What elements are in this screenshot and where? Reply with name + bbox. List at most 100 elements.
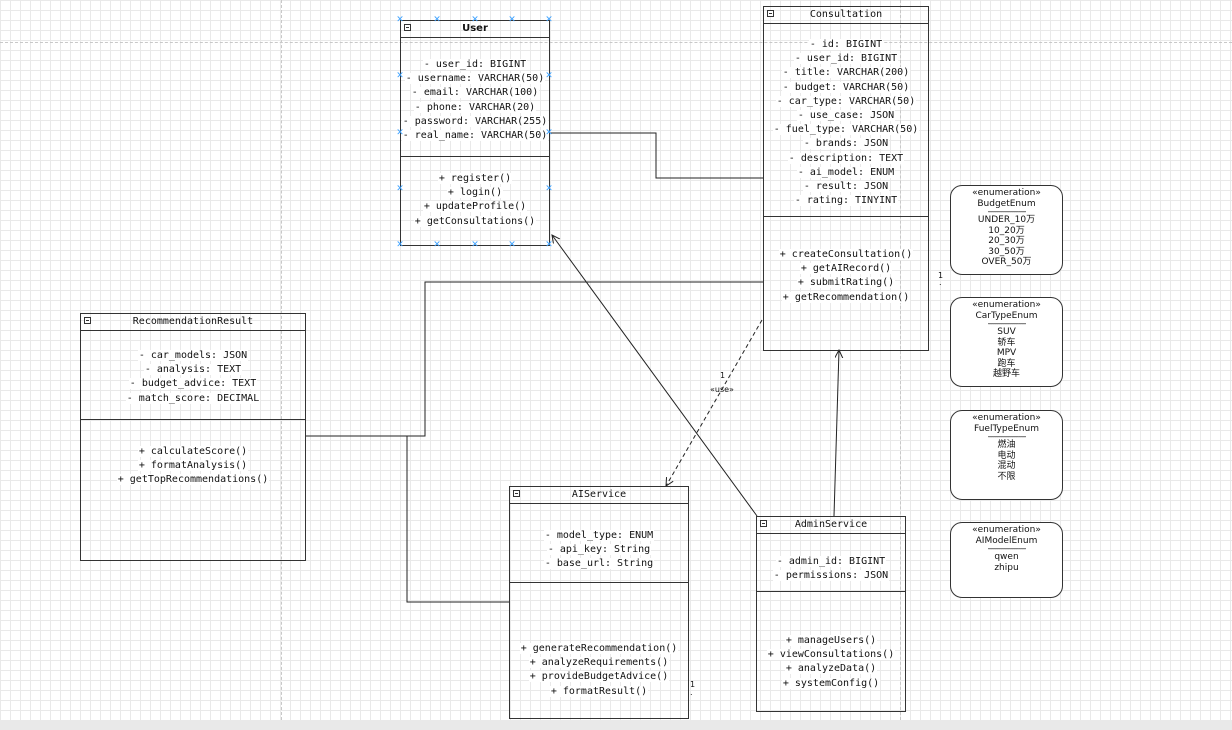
attribute[interactable]: - title: VARCHAR(200) <box>781 67 911 79</box>
selection-handle[interactable]: ✕ <box>508 15 516 25</box>
attribute[interactable]: - base_url: String <box>543 558 655 570</box>
attribute[interactable]: - real_name: VARCHAR(50) <box>401 130 549 142</box>
enum-value[interactable]: 混动 <box>997 461 1016 471</box>
method[interactable]: + submitRating() <box>796 277 896 289</box>
method[interactable]: + getRecommendation() <box>781 291 911 303</box>
attribute[interactable]: - admin_id: BIGINT <box>775 556 887 567</box>
attribute[interactable]: - fuel_type: VARCHAR(50) <box>772 124 920 136</box>
enum-value[interactable]: qwen <box>994 552 1019 562</box>
method[interactable]: + getConsultations() <box>413 215 537 227</box>
attribute[interactable]: - ai_model: ENUM <box>796 166 896 178</box>
attribute[interactable]: - phone: VARCHAR(20) <box>413 101 537 113</box>
selection-handle[interactable]: ✕ <box>396 71 404 81</box>
attribute[interactable]: - car_models: JSON <box>137 350 249 361</box>
enum-fueltype[interactable]: «enumeration» FuelTypeEnum -------------… <box>950 410 1063 500</box>
method[interactable]: + generateRecommendation() <box>519 643 679 654</box>
attribute[interactable]: - user_id: BIGINT <box>793 53 899 65</box>
attribute[interactable]: - budget: VARCHAR(50) <box>781 81 911 93</box>
method[interactable]: + viewConsultations() <box>766 649 896 661</box>
method[interactable]: + getTopRecommendations() <box>116 474 270 486</box>
adminservice-consultation-dependency[interactable] <box>833 350 839 517</box>
enum-value[interactable]: 30_50万 <box>988 246 1025 257</box>
attribute[interactable]: - id: BIGINT <box>808 39 884 50</box>
canvas-scrollbar[interactable] <box>0 720 1232 730</box>
enum-value[interactable]: MPV <box>996 348 1017 358</box>
enum-budget[interactable]: «enumeration» BudgetEnum ---------------… <box>950 185 1063 275</box>
attribute[interactable]: - rating: TINYINT <box>793 195 899 207</box>
enum-value[interactable]: 越野车 <box>992 369 1020 379</box>
enum-value[interactable]: 不限 <box>997 471 1016 482</box>
enum-cartype[interactable]: «enumeration» CarTypeEnum --------------… <box>950 297 1063 387</box>
class-aiservice[interactable]: AIService - model_type: ENUM - api_key: … <box>509 486 689 719</box>
class-user[interactable]: User - user_id: BIGINT - username: VARCH… <box>400 20 550 246</box>
class-recommendation-result[interactable]: RecommendationResult - car_models: JSON … <box>80 313 306 561</box>
attribute[interactable]: - description: TEXT <box>787 152 905 164</box>
method[interactable]: + analyzeData() <box>784 663 878 675</box>
method[interactable]: + formatResult() <box>549 685 649 697</box>
attribute-list: - admin_id: BIGINT - permissions: JSON <box>757 555 905 583</box>
selection-handle[interactable]: ✕ <box>545 15 553 25</box>
attribute[interactable]: - user_id: BIGINT <box>422 59 528 70</box>
attribute[interactable]: - result: JSON <box>802 181 890 193</box>
collapse-icon[interactable] <box>767 10 774 17</box>
collapse-icon[interactable] <box>84 317 91 324</box>
method[interactable]: + analyzeRequirements() <box>528 657 670 669</box>
selection-handle[interactable]: ✕ <box>508 240 516 250</box>
method[interactable]: + provideBudgetAdvice() <box>528 671 670 683</box>
attribute[interactable]: - password: VARCHAR(255) <box>401 115 549 127</box>
selection-handle[interactable]: ✕ <box>545 184 553 194</box>
enum-value[interactable]: OVER_50万 <box>981 257 1032 267</box>
attribute[interactable]: - car_type: VARCHAR(50) <box>775 95 917 107</box>
enum-value[interactable]: 20_30万 <box>988 236 1025 246</box>
method[interactable]: + register() <box>437 173 513 184</box>
attribute[interactable]: - match_score: DECIMAL <box>125 392 261 404</box>
recommendation-aiservice-association[interactable] <box>306 435 509 603</box>
selection-handle[interactable]: ✕ <box>396 184 404 194</box>
method[interactable]: + updateProfile() <box>422 201 528 213</box>
method[interactable]: + login() <box>446 187 504 199</box>
selection-handle[interactable]: ✕ <box>396 128 404 138</box>
enum-aimodel[interactable]: «enumeration» AIModelEnum --------------… <box>950 522 1063 598</box>
collapse-icon[interactable] <box>760 520 767 527</box>
selection-handle[interactable]: ✕ <box>545 71 553 81</box>
user-consultation-association[interactable] <box>549 132 763 179</box>
adminservice-user-dependency[interactable] <box>552 235 758 517</box>
method[interactable]: + systemConfig() <box>781 677 881 689</box>
selection-handle[interactable]: ✕ <box>471 15 479 25</box>
enum-value[interactable]: zhipu <box>994 562 1019 573</box>
attribute[interactable]: - budget_advice: TEXT <box>128 378 258 390</box>
class-adminservice[interactable]: AdminService - admin_id: BIGINT - permis… <box>756 516 906 712</box>
selection-handle[interactable]: ✕ <box>545 240 553 250</box>
method[interactable]: + manageUsers() <box>784 635 878 646</box>
attribute[interactable]: - analysis: TEXT <box>143 364 243 376</box>
enum-value[interactable]: SUV <box>997 327 1016 337</box>
collapse-icon[interactable] <box>404 24 411 31</box>
selection-handle[interactable]: ✕ <box>471 240 479 250</box>
attribute[interactable]: - model_type: ENUM <box>543 530 655 541</box>
selection-handle[interactable]: ✕ <box>545 128 553 138</box>
consultation-aiservice-use-dependency[interactable] <box>666 319 763 486</box>
consultation-recommendation-association[interactable] <box>306 281 763 437</box>
attribute[interactable]: - use_case: JSON <box>796 110 896 122</box>
selection-handle[interactable]: ✕ <box>433 15 441 25</box>
selection-handle[interactable]: ✕ <box>396 15 404 25</box>
method[interactable]: + getAIRecord() <box>799 263 893 275</box>
attribute[interactable]: - api_key: String <box>546 544 652 556</box>
method[interactable]: + calculateScore() <box>137 446 249 457</box>
attribute[interactable]: - username: VARCHAR(50) <box>404 73 546 85</box>
enum-value[interactable]: 电动 <box>997 450 1016 461</box>
method[interactable]: + createConsultation() <box>778 249 914 260</box>
selection-handle[interactable]: ✕ <box>433 240 441 250</box>
enum-value[interactable]: 10_20万 <box>988 225 1025 236</box>
attribute[interactable]: - email: VARCHAR(100) <box>410 87 540 99</box>
selection-handle[interactable]: ✕ <box>396 240 404 250</box>
enum-value[interactable]: 跑车 <box>997 358 1016 369</box>
attribute[interactable]: - permissions: JSON <box>772 570 890 582</box>
class-consultation[interactable]: Consultation - id: BIGINT - user_id: BIG… <box>763 6 929 351</box>
enum-value[interactable]: 燃油 <box>997 440 1016 450</box>
enum-value[interactable]: UNDER_10万 <box>977 215 1036 225</box>
attribute[interactable]: - brands: JSON <box>802 138 890 150</box>
enum-value[interactable]: 轿车 <box>997 337 1016 348</box>
method[interactable]: + formatAnalysis() <box>137 460 249 472</box>
collapse-icon[interactable] <box>513 490 520 497</box>
